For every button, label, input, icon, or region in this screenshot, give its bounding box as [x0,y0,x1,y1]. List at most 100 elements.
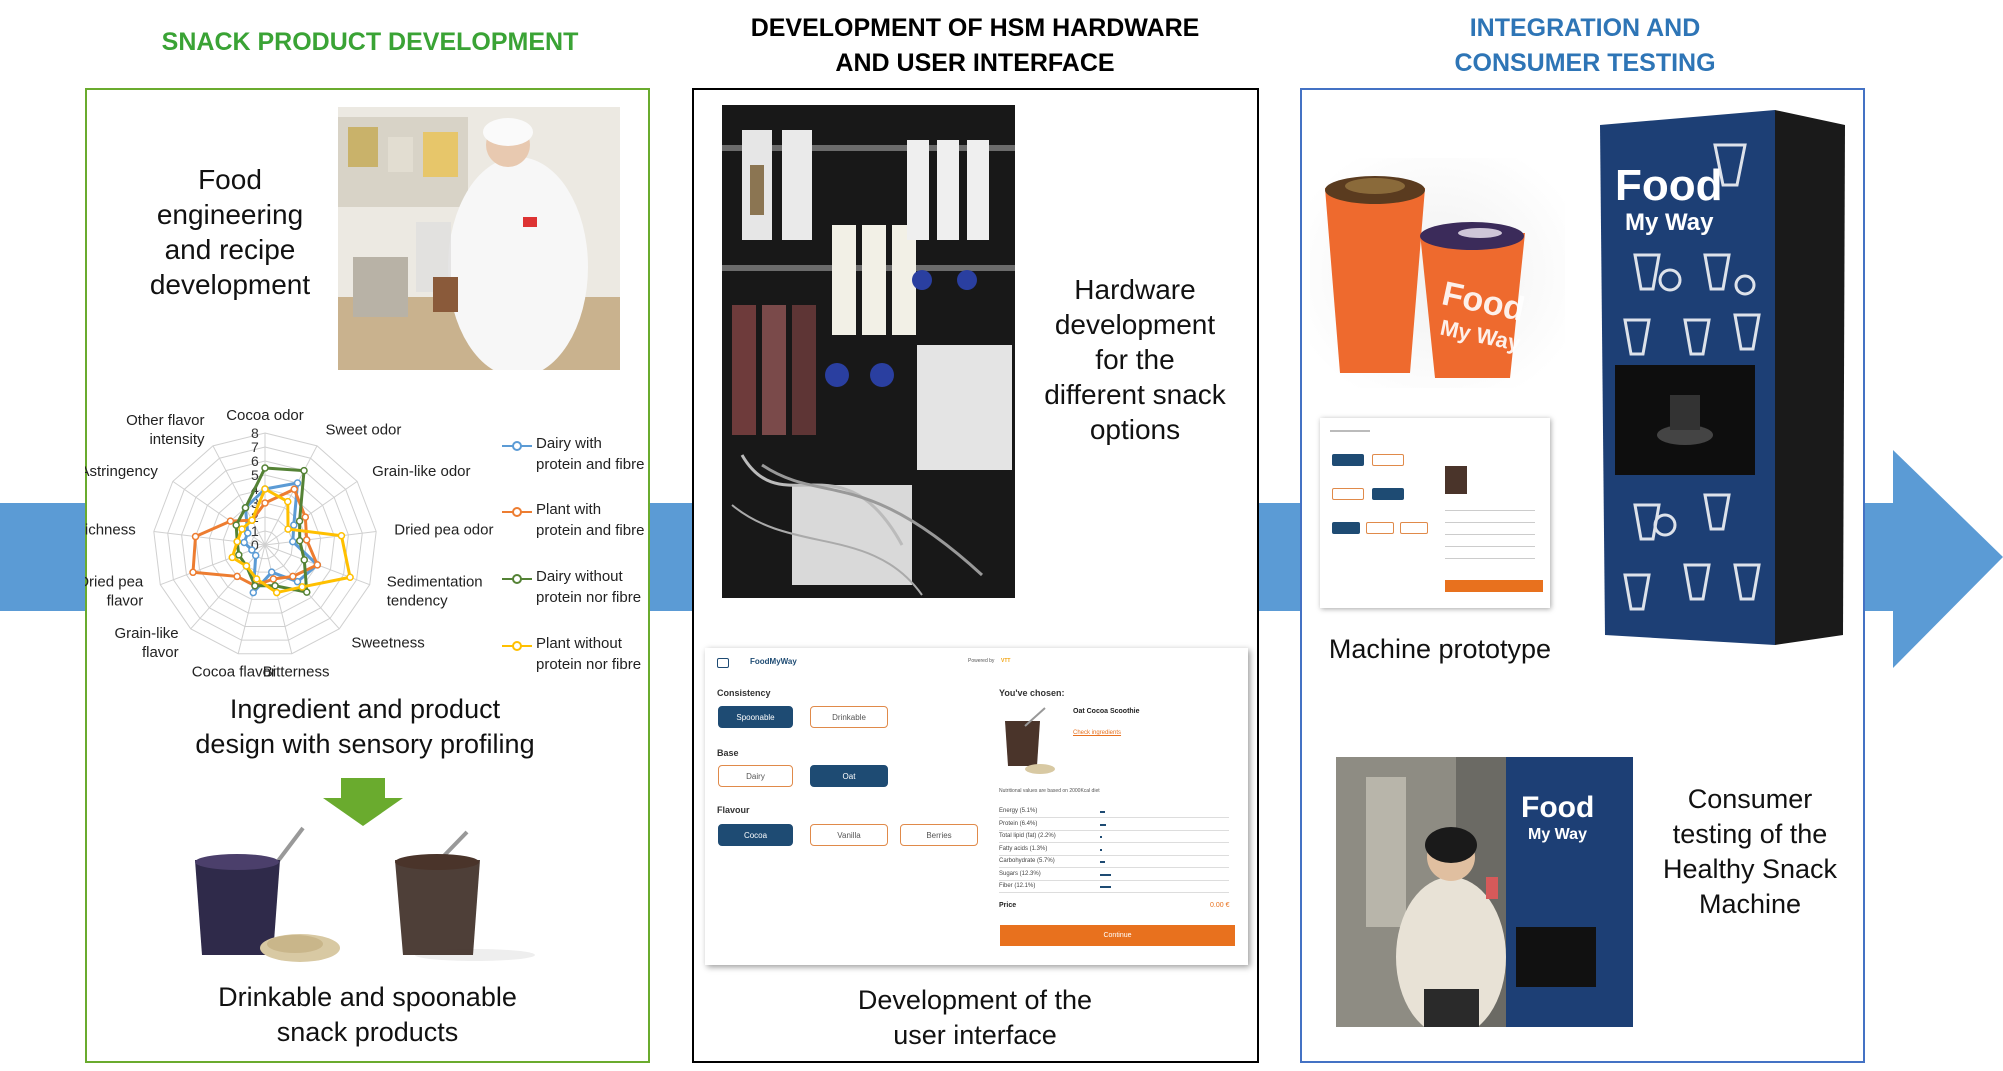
radar-data-point [293,577,302,586]
ui-drinkable-button[interactable]: Drinkable [810,706,888,728]
radar-data-point [289,537,297,546]
ui-ingredients-link[interactable]: Check ingredients [1073,730,1122,736]
ui-nutrient-divider [999,829,1229,831]
ui-nutrition-note: Nutritional values are based on 2000Kcal… [999,788,1100,794]
radar-axis-line [264,445,318,546]
radar-axis-line [264,480,358,546]
ui-brand: FoodMyWay [750,657,797,666]
ui-screenshot-thumbnail [1320,418,1550,608]
radar-data-point [248,546,256,554]
ui-logo-icon [717,658,729,668]
radar-tick-label: 6 [251,453,259,469]
radar-grid-ring [250,530,280,560]
radar-data-point [248,516,256,524]
radar-data-point [189,568,197,577]
ui-spoonable-button[interactable]: Spoonable [718,706,793,728]
ui-powered-brand: VTT [1001,658,1011,664]
radar-data-point [295,537,304,545]
radar-data-point [251,551,260,560]
drinkable-spoonable-caption: Drinkable and spoonable snack products [218,982,517,1047]
radar-data-point [301,513,310,521]
radar-axis-label: Dried pea odor [394,521,493,538]
ui-nutrient-bar [1100,886,1111,888]
radar-data-point [293,479,302,487]
radar-tick-label: 5 [251,467,259,483]
radar-grid-ring [181,460,349,628]
ui-nutrient-bar [1100,861,1106,863]
food-engineering-caption: Food engineering and recipe development [149,164,311,300]
radar-axis-label: Bitterness [263,663,330,680]
radar-data-point [252,575,261,583]
ui-cocoa-button[interactable]: Cocoa [718,824,793,846]
radar-axis-label: Grain-like odor [372,463,470,480]
ui-nutrient-divider [999,892,1229,893]
radar-data-point [284,497,292,506]
ui-oat-button[interactable]: Oat [810,765,888,787]
radar-data-point [267,568,276,576]
ui-base-label: Base [717,748,739,758]
radar-data-point [235,551,243,559]
radar-axis-label: Richness [85,521,136,538]
radar-data-point [261,464,269,472]
radar-data-point [232,521,240,529]
photo-brand-text-1: Food [1521,791,1594,824]
radar-data-point [233,537,241,546]
photo-brand-text-2: My Way [1528,826,1587,843]
radar-data-point [271,582,279,590]
ui-nutrient-bar [1100,823,1106,826]
green-down-arrow [323,778,403,826]
ui-continue-button[interactable]: Continue [1000,925,1235,946]
ui-nutrient-label: Sugars (12.3%) [999,870,1041,877]
radar-data-point [289,572,297,581]
legend-marker-plant-without [512,641,522,651]
radar-tick-label: 1 [251,523,259,539]
ui-nutrient-label: Carbohydrate (5.7%) [999,858,1055,864]
radar-axis-label: Cocoa flavor [192,663,276,680]
radar-axis-label: Astringency [85,463,158,480]
ui-vanilla-button[interactable]: Vanilla [810,824,888,846]
radar-data-point [251,582,259,590]
ui-nutrient-bar [1100,873,1112,876]
radar-data-point [241,504,250,512]
radar-axis-line [264,531,377,546]
middle-header-line2: AND USER INTERFACE [835,49,1115,77]
radar-data-point [290,521,298,529]
hardware-photo [722,105,1015,598]
radar-axis-label: Cocoa odor [226,407,304,424]
ui-nutrient-label: Fiber (12.1%) [999,883,1036,889]
ui-product-name: Oat Cocoa Scoothie [1073,708,1140,715]
machine-prototype-caption: Machine prototype [1328,634,1552,664]
radar-data-point [290,485,299,493]
radar-data-point [337,531,346,540]
hardware-caption: Hardware development for the different s… [1044,274,1226,445]
radar-data-point [240,538,248,547]
ui-nutrient-divider [999,817,1229,818]
legend-dairy-with: Dairy with protein and fibre [536,435,645,473]
ui-caption: Development of the user interface [857,985,1093,1050]
ui-chosen-label: You've chosen: [999,688,1065,698]
radar-tick-label: 7 [251,439,259,455]
ui-nutrient-label: Fatty acids (1.3%) [999,845,1048,852]
ui-dairy-button[interactable]: Dairy [718,765,793,787]
ui-mock-screenshot: FoodMyWay Powered by VTT Consistency Spo… [705,648,1248,965]
ui-nutrient-divider [999,879,1229,881]
radar-data-point [303,588,311,596]
radar-data-point [243,529,252,537]
left-header: SNACK PRODUCT DEVELOPMENT [161,28,579,56]
radar-axis-line [190,544,266,630]
ui-consistency-label: Consistency [717,688,771,698]
radar-tick-label: 8 [251,425,259,441]
consumer-testing-caption: Consumer testing of the Healthy Snack Ma… [1662,784,1838,919]
radar-tick-label: 3 [251,495,259,511]
ui-berries-button[interactable]: Berries [900,824,978,846]
radar-data-point [298,583,306,591]
radar-data-point [272,588,281,597]
legend-plant-without: Plant without protein nor fibre [536,635,642,673]
radar-data-point [191,532,200,541]
radar-data-point [284,525,292,533]
consumer-testing-photo: Food My Way [1336,757,1633,1027]
ui-flavour-label: Flavour [717,805,750,815]
